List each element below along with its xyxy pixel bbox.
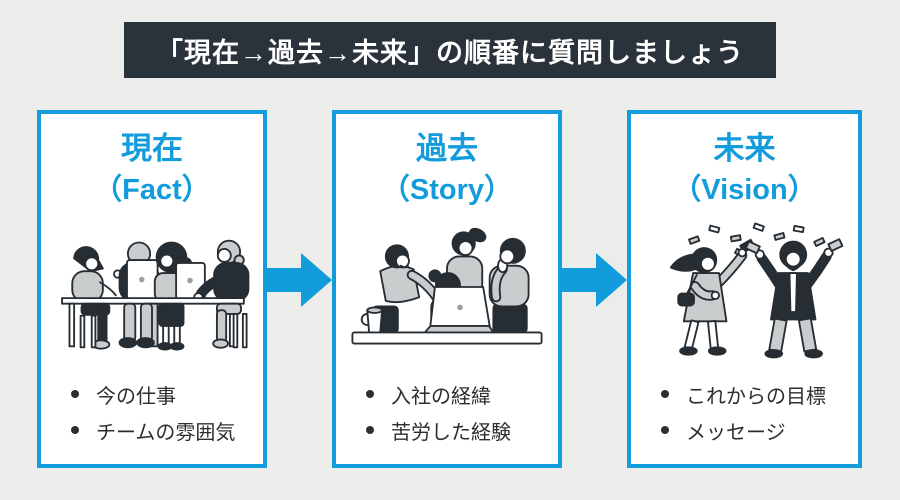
step-heading-ja: 現在 (120, 131, 183, 166)
bullet-text: これからの目標 (686, 385, 826, 408)
bullet-text: 今の仕事 (96, 385, 176, 408)
list-item: 入社の経緯 (366, 376, 511, 412)
arrow-right-icon (562, 253, 627, 307)
bullet-list: これからの目標 メッセージ (661, 376, 826, 448)
title-banner: 「現在→過去→未来」の順番に質問しましょう (124, 22, 776, 78)
arrow-right-icon (267, 253, 332, 307)
step-heading-ja: 過去 (415, 131, 478, 166)
celebration-illustration (669, 222, 843, 359)
bullet-dot (366, 426, 374, 434)
list-item: これからの目標 (661, 376, 826, 412)
bullet-dot (71, 426, 79, 434)
step-box-past: 過去 （Story） (332, 110, 562, 468)
step-box-present: 現在 （Fact） (37, 110, 267, 468)
step-heading-en: （Fact） (93, 174, 211, 206)
bullet-text: 苦労した経験 (391, 421, 511, 444)
bullet-text: メッセージ (686, 421, 786, 444)
bullet-dot (71, 390, 79, 398)
bullet-text: チームの雰囲気 (96, 421, 236, 444)
bullet-dot (661, 426, 669, 434)
bullet-dot (366, 390, 374, 398)
list-item: 今の仕事 (71, 376, 235, 412)
list-item: 苦労した経験 (366, 412, 511, 448)
step-heading: 過去 （Story） (381, 128, 513, 210)
team-meeting-illustration (61, 239, 250, 351)
bullet-text: 入社の経緯 (391, 385, 491, 408)
bullet-list: 入社の経緯 苦労した経験 (366, 376, 511, 448)
step-heading: 現在 （Fact） (93, 128, 211, 210)
title-text: 「現在→過去→未来」の順番に質問しましょう (156, 37, 744, 68)
group-around-laptop-illustration (351, 227, 543, 345)
step-heading-en: （Story） (380, 174, 514, 206)
step-heading-en: （Vision） (672, 174, 817, 206)
list-item: チームの雰囲気 (71, 412, 235, 448)
step-heading-ja: 未来 (713, 131, 776, 166)
step-box-future: 未来 （Vision） (627, 110, 862, 468)
bullet-dot (661, 390, 669, 398)
step-heading: 未来 （Vision） (672, 128, 817, 210)
list-item: メッセージ (661, 412, 826, 448)
bullet-list: 今の仕事 チームの雰囲気 (71, 376, 235, 448)
